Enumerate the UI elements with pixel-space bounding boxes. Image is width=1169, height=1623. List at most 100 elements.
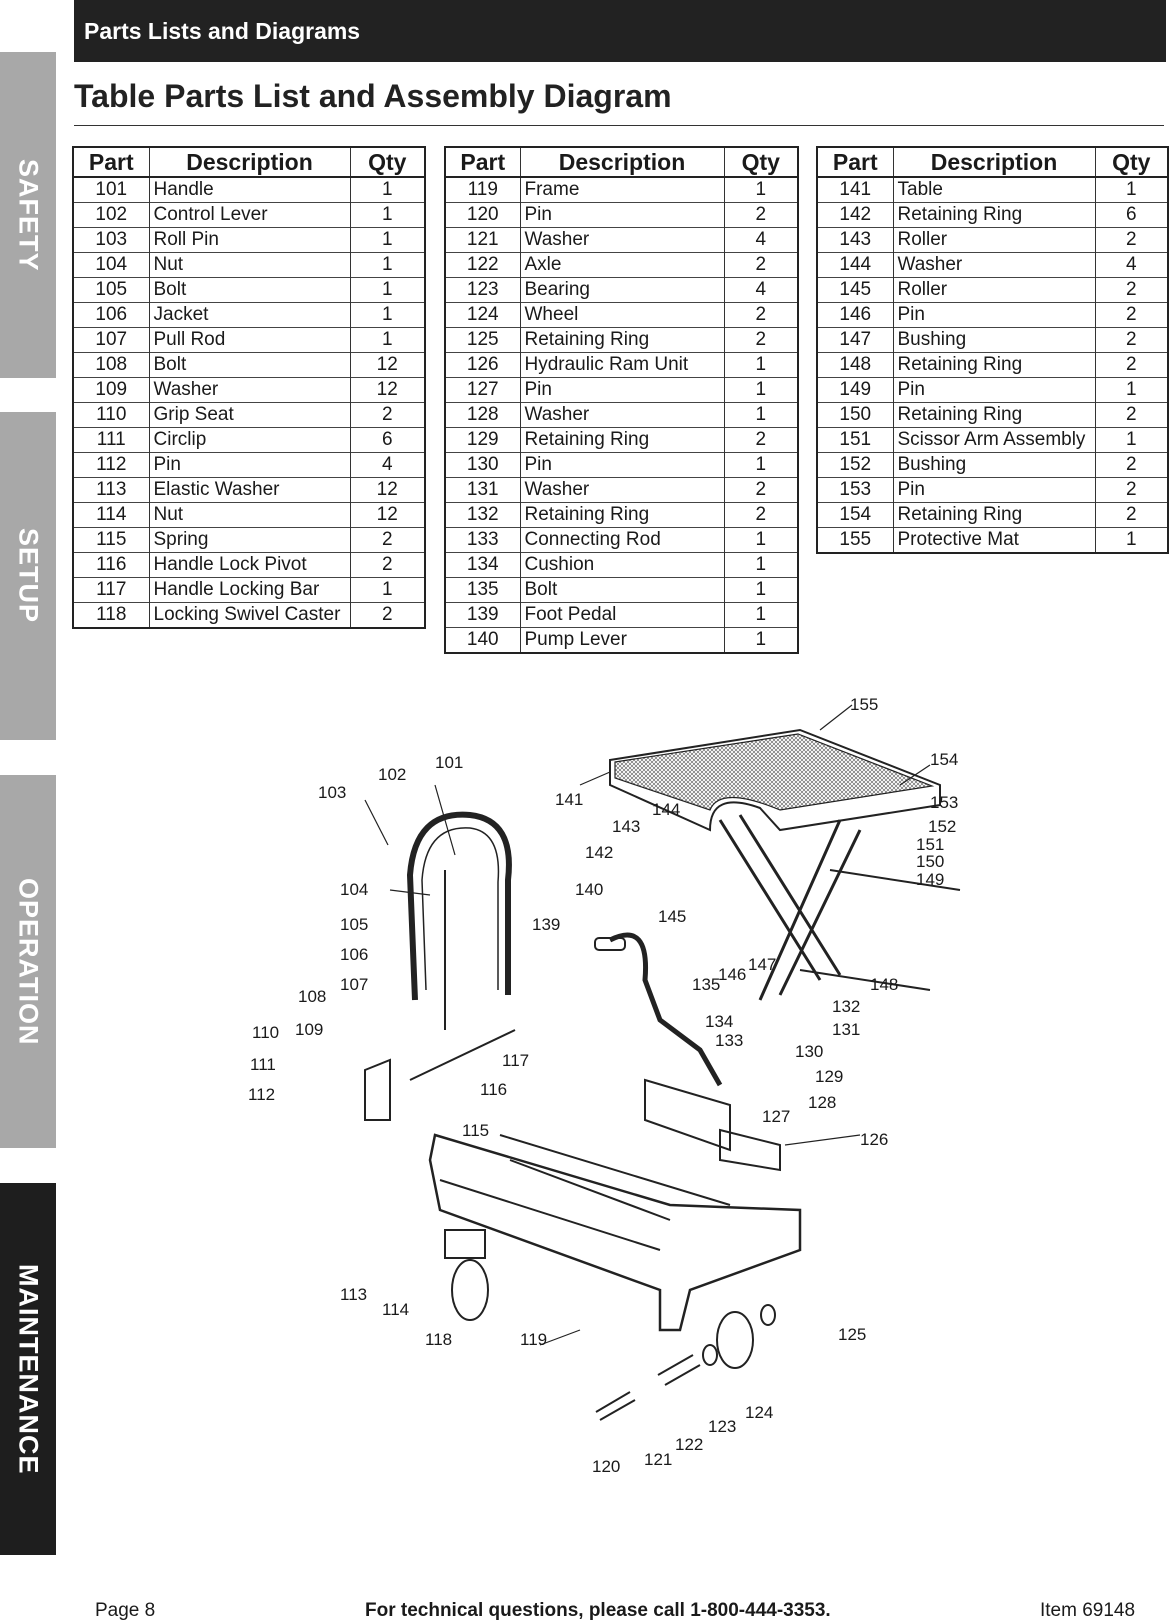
- description-cell: Retaining Ring: [519, 502, 724, 528]
- description-cell: Retaining Ring: [892, 502, 1095, 528]
- callout-102: 102: [378, 765, 406, 784]
- description-cell: Control Lever: [148, 202, 350, 228]
- hydraulic-ram-shape: [644, 1078, 781, 1172]
- callout-118: 118: [425, 1330, 452, 1349]
- protective-mat-shape: [614, 733, 935, 811]
- description-cell: Frame: [519, 176, 724, 203]
- description-cell: Foot Pedal: [519, 602, 724, 628]
- callout-147: 147: [748, 955, 776, 974]
- qty-cell: 2: [723, 302, 798, 328]
- description-column-header: Description: [892, 147, 1095, 178]
- description-cell: Cushion: [519, 552, 724, 578]
- qty-cell: 2: [349, 602, 425, 628]
- assembly-diagram: 1011021031041051061071081091101111121131…: [248, 695, 961, 1476]
- description-cell: Pin: [148, 452, 350, 478]
- tab-maintenance-label: MAINTENANCE: [13, 1263, 44, 1475]
- description-cell: Bolt: [148, 277, 350, 303]
- description-cell: Handle: [148, 176, 350, 203]
- diagram-leader-lines: [364, 704, 931, 1346]
- part-number-cell: 141: [817, 176, 893, 203]
- description-cell: Pin: [519, 202, 724, 228]
- part-number-cell: 155: [817, 527, 893, 553]
- callout-129: 129: [815, 1067, 843, 1086]
- part-column-header: Part: [817, 147, 893, 178]
- description-cell: Nut: [148, 252, 350, 278]
- tab-maintenance[interactable]: MAINTENANCE: [0, 1183, 56, 1555]
- callout-144: 144: [652, 800, 680, 819]
- callout-133: 133: [715, 1031, 743, 1050]
- callout-110: 110: [252, 1023, 279, 1042]
- part-number-cell: 119: [445, 176, 520, 203]
- handle-shape: [406, 811, 512, 1001]
- part-number-cell: 132: [445, 502, 520, 528]
- part-number-cell: 140: [445, 627, 520, 653]
- qty-cell: 1: [723, 377, 798, 403]
- part-number-cell: 105: [73, 277, 149, 303]
- part-number-cell: 131: [445, 477, 520, 503]
- part-number-cell: 150: [817, 402, 893, 428]
- description-cell: Pump Lever: [519, 627, 724, 653]
- tab-setup[interactable]: SETUP: [0, 412, 56, 740]
- qty-column-header: Qty: [723, 147, 798, 178]
- frame-rail-shape: [439, 1134, 731, 1251]
- tab-operation[interactable]: OPERATION: [0, 775, 56, 1148]
- callout-105: 105: [340, 915, 368, 934]
- qty-cell: 1: [349, 327, 425, 353]
- description-cell: Bearing: [519, 277, 724, 303]
- callout-125: 125: [838, 1325, 866, 1344]
- description-cell: Spring: [148, 527, 350, 553]
- description-cell: Handle Locking Bar: [148, 577, 350, 603]
- bearing-shape: [702, 1344, 718, 1366]
- tab-safety[interactable]: SAFETY: [0, 52, 56, 378]
- part-number-cell: 118: [73, 602, 149, 628]
- callout-131: 131: [832, 1020, 860, 1039]
- part-number-cell: 149: [817, 377, 893, 403]
- qty-cell: 12: [349, 477, 425, 503]
- technical-support-text: For technical questions, please call 1-8…: [365, 1600, 831, 1621]
- description-column-header: Description: [148, 147, 350, 178]
- qty-cell: 4: [349, 452, 425, 478]
- pin-shape: [595, 1391, 636, 1421]
- part-number-cell: 122: [445, 252, 520, 278]
- qty-cell: 2: [1094, 227, 1168, 253]
- qty-cell: 2: [1094, 452, 1168, 478]
- part-number-cell: 102: [73, 202, 149, 228]
- part-number-cell: 148: [817, 352, 893, 378]
- callout-119: 119: [520, 1330, 547, 1349]
- qty-cell: 1: [1094, 176, 1168, 203]
- part-number-cell: 152: [817, 452, 893, 478]
- qty-cell: 12: [349, 502, 425, 528]
- description-cell: Locking Swivel Caster: [148, 602, 350, 628]
- part-number-cell: 146: [817, 302, 893, 328]
- qty-cell: 2: [1094, 302, 1168, 328]
- qty-cell: 1: [1094, 427, 1168, 453]
- part-number-cell: 139: [445, 602, 520, 628]
- qty-cell: 2: [349, 527, 425, 553]
- callout-117: 117: [502, 1051, 529, 1070]
- callout-135: 135: [692, 975, 720, 994]
- part-number-cell: 153: [817, 477, 893, 503]
- description-cell: Washer: [519, 402, 724, 428]
- part-number-cell: 112: [73, 452, 149, 478]
